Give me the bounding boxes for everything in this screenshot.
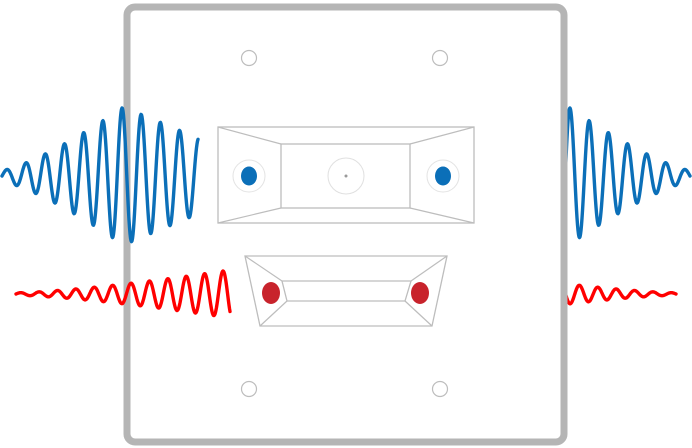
lower-sensor-window xyxy=(244,255,448,327)
bevel-line xyxy=(409,126,475,145)
bevel-line xyxy=(410,255,448,282)
upper-sensor-window xyxy=(217,126,475,224)
red-led-left-icon xyxy=(262,282,280,304)
ir-led-right-halo xyxy=(426,159,460,193)
screw-hole-icon xyxy=(431,49,449,67)
ir-led-right-icon xyxy=(435,166,451,186)
ir-wave-left xyxy=(0,106,200,244)
screw-hole-icon xyxy=(240,380,258,398)
ir-led-left-halo xyxy=(232,159,266,193)
ir-led-left-icon xyxy=(241,166,257,186)
bevel-line xyxy=(217,126,282,145)
red-led-right-icon xyxy=(411,282,429,304)
bevel-line xyxy=(244,255,283,282)
bevel-line xyxy=(259,300,288,327)
photodetector-ring xyxy=(327,157,365,195)
screw-holes xyxy=(240,49,449,398)
bevel-line xyxy=(404,300,433,327)
bevel-line xyxy=(217,207,282,224)
red-wave-left xyxy=(14,269,232,318)
bevel-line xyxy=(409,207,475,224)
photodetector-icon xyxy=(344,174,348,178)
screw-hole-icon xyxy=(240,49,258,67)
waves-front-of-frame xyxy=(0,106,232,318)
screw-hole-icon xyxy=(431,380,449,398)
device-frame xyxy=(123,3,568,446)
upper-window-inner xyxy=(280,143,411,209)
